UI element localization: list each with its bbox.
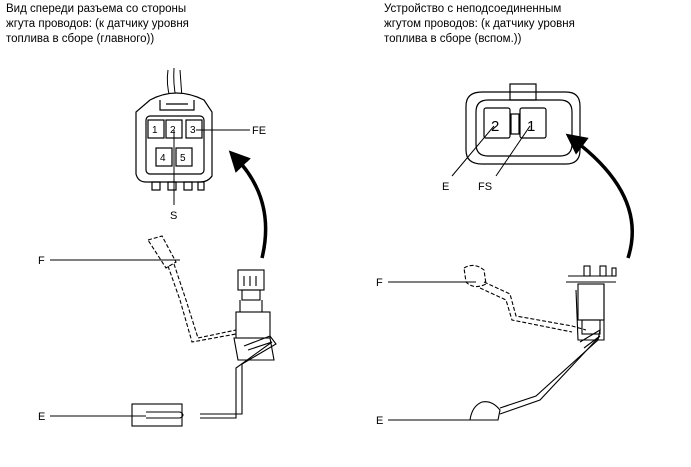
pin-4-cavity (155, 147, 173, 167)
pin-label-2-sub: 2 (491, 118, 499, 135)
right-sender-gauge (388, 264, 617, 421)
pin-label-4: 4 (160, 153, 166, 164)
pin-label-5: 5 (180, 153, 186, 164)
label-e-left: E (38, 411, 45, 423)
pin-1-cavity (147, 119, 165, 139)
left-caption: Вид спереди разъема со стороны жгута про… (6, 3, 189, 45)
right-caption: Устройство с неподсоединенным жгутом про… (384, 3, 575, 45)
pin-5-cavity (175, 147, 193, 167)
right-arrow-icon (565, 133, 634, 259)
left-connector (135, 67, 250, 205)
label-f-left: F (38, 255, 45, 267)
label-s: S (170, 210, 177, 222)
label-fe: FE (252, 125, 266, 137)
right-connector (451, 83, 581, 177)
label-e-connector: E (442, 181, 449, 193)
pin-label-1-sub: 1 (527, 118, 535, 135)
left-arrow-icon (228, 150, 268, 259)
pin-label-2: 2 (170, 125, 176, 136)
left-sender-gauge (50, 235, 277, 427)
label-fs: FS (478, 181, 492, 193)
pin-3-cavity (185, 119, 203, 139)
label-f-right: F (376, 277, 383, 289)
label-e-right: E (376, 415, 383, 427)
pin-label-3: 3 (190, 125, 196, 136)
pin-label-1: 1 (152, 125, 158, 136)
